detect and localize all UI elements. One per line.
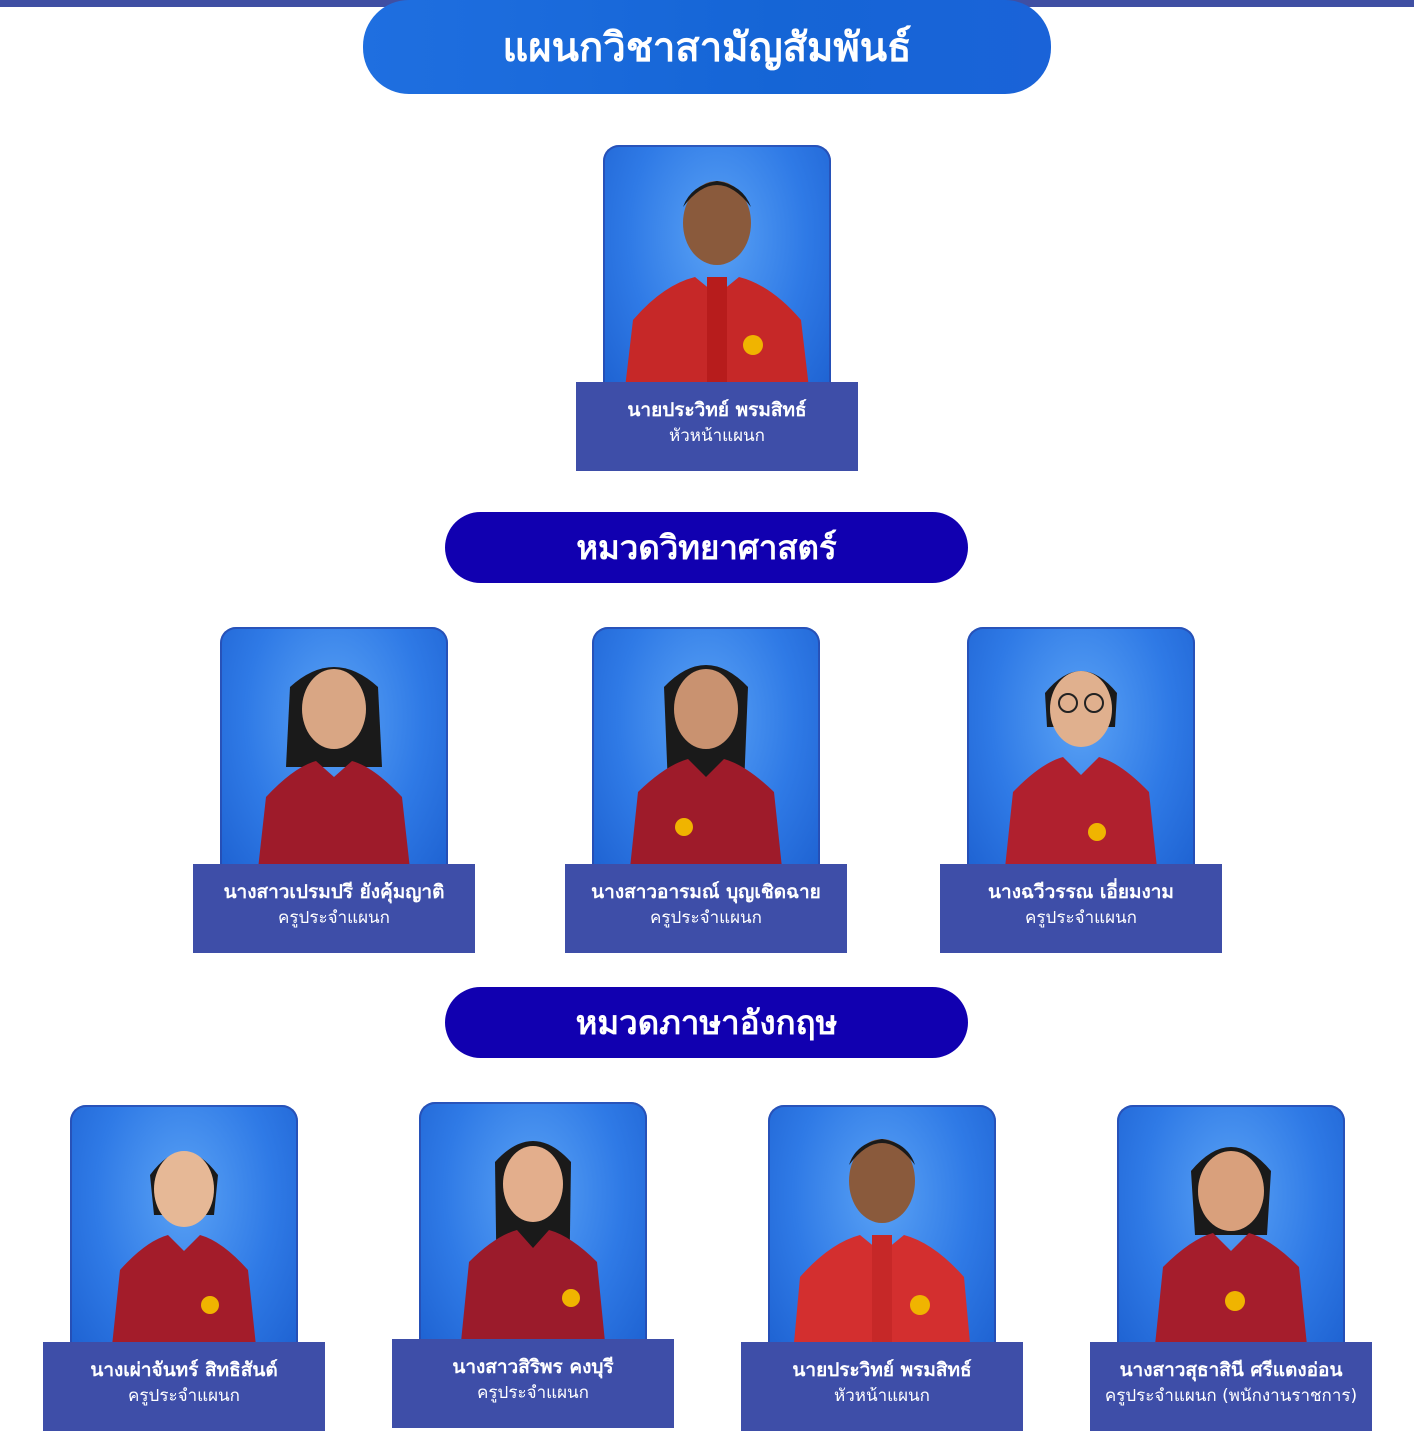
- english-card-2: นางสาวสิริพร คงบุรี ครูประจำแผนก: [392, 1102, 674, 1428]
- science-name-1: นางสาวเปรมปรี ยังคุ้มญาติ: [223, 881, 445, 903]
- science-role-1: ครูประจำแผนก: [278, 908, 390, 928]
- science-photo-2: [592, 627, 820, 887]
- head-photo: [603, 145, 831, 405]
- section-title-science: หมวดวิทยาศาสตร์: [445, 512, 968, 583]
- english-role-3: หัวหน้าแผนก: [834, 1386, 930, 1406]
- science-role-3: ครูประจำแผนก: [1025, 908, 1137, 928]
- english-nameplate-1: นางเผ่าจันทร์ สิทธิสันต์ ครูประจำแผนก: [43, 1342, 325, 1431]
- english-card-1: นางเผ่าจันทร์ สิทธิสันต์ ครูประจำแผนก: [43, 1105, 325, 1431]
- science-card-3: นางฉวีวรรณ เอี่ยมงาม ครูประจำแผนก: [940, 627, 1222, 973]
- english-nameplate-4: นางสาวสุธาสินี ศรีแตงอ่อน ครูประจำแผนก (…: [1090, 1342, 1372, 1431]
- science-photo-1: [220, 627, 448, 887]
- person-portrait-icon: [1153, 1147, 1309, 1365]
- person-portrait-icon: [110, 1151, 258, 1365]
- english-name-2: นางสาวสิริพร คงบุรี: [452, 1356, 614, 1378]
- person-portrait-icon: [256, 667, 412, 887]
- english-photo-1: [70, 1105, 298, 1365]
- english-card-3: นายประวิทย์ พรมสิทธ์ หัวหน้าแผนก: [741, 1105, 1023, 1431]
- section-title-english: หมวดภาษาอังกฤษ: [445, 987, 968, 1058]
- science-photo-3: [967, 627, 1195, 887]
- head-role: หัวหน้าแผนก: [669, 426, 765, 446]
- english-name-4: นางสาวสุธาสินี ศรีแตงอ่อน: [1119, 1359, 1343, 1381]
- english-nameplate-2: นางสาวสิริพร คงบุรี ครูประจำแผนก: [392, 1339, 674, 1428]
- science-card-2: นางสาวอารมณ์ บุญเชิดฉาย ครูประจำแผนก: [565, 627, 847, 973]
- person-portrait-icon: [628, 665, 784, 887]
- person-portrait-icon: [459, 1141, 607, 1362]
- science-nameplate-2: นางสาวอารมณ์ บุญเชิดฉาย ครูประจำแผนก: [565, 864, 847, 953]
- science-nameplate-3: นางฉวีวรรณ เอี่ยมงาม ครูประจำแผนก: [940, 864, 1222, 953]
- english-role-1: ครูประจำแผนก: [128, 1386, 240, 1406]
- head-card: นายประวิทย์ พรมสิทธ์ หัวหน้าแผนก: [576, 145, 858, 491]
- science-role-2: ครูประจำแผนก: [650, 908, 762, 928]
- science-nameplate-1: นางสาวเปรมปรี ยังคุ้มญาติ ครูประจำแผนก: [193, 864, 475, 953]
- english-role-4: ครูประจำแผนก (พนักงานราชการ): [1104, 1386, 1358, 1406]
- english-photo-3: [768, 1105, 996, 1365]
- person-portrait-icon: [1003, 671, 1159, 887]
- head-nameplate: นายประวิทย์ พรมสิทธ์ หัวหน้าแผนก: [576, 382, 858, 471]
- person-portrait-icon: [623, 181, 811, 405]
- english-photo-2: [419, 1102, 647, 1362]
- science-name-3: นางฉวีวรรณ เอี่ยมงาม: [988, 881, 1174, 903]
- english-nameplate-3: นายประวิทย์ พรมสิทธ์ หัวหน้าแผนก: [741, 1342, 1023, 1431]
- english-card-4: นางสาวสุธาสินี ศรีแตงอ่อน ครูประจำแผนก (…: [1090, 1105, 1372, 1431]
- english-name-1: นางเผ่าจันทร์ สิทธิสันต์: [90, 1359, 278, 1381]
- science-name-2: นางสาวอารมณ์ บุญเชิดฉาย: [591, 881, 821, 903]
- page-title: แผนกวิชาสามัญสัมพันธ์: [363, 0, 1051, 94]
- english-photo-4: [1117, 1105, 1345, 1365]
- head-name: นายประวิทย์ พรมสิทธ์: [627, 399, 807, 421]
- person-portrait-icon: [792, 1139, 972, 1365]
- english-name-3: นายประวิทย์ พรมสิทธ์: [792, 1359, 972, 1381]
- science-card-1: นางสาวเปรมปรี ยังคุ้มญาติ ครูประจำแผนก: [193, 627, 475, 973]
- english-role-2: ครูประจำแผนก: [477, 1383, 589, 1403]
